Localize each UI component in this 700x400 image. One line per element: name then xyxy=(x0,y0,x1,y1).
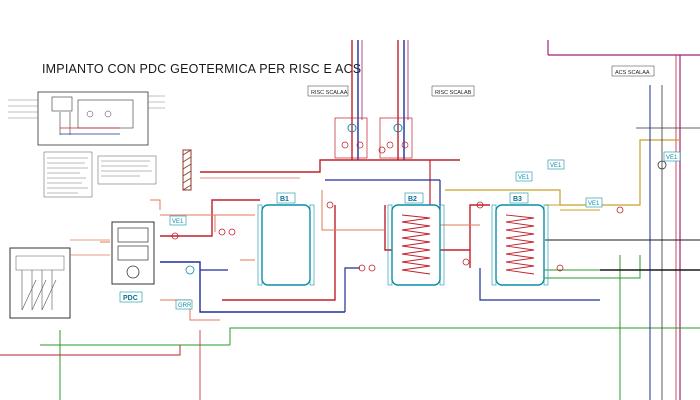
acs-lines xyxy=(445,139,680,211)
key-diagram-box xyxy=(8,91,165,146)
valve-tag-1: VE1 xyxy=(169,215,187,226)
svg-text:VE1: VE1 xyxy=(666,155,678,161)
svg-text:ACS SCALAA: ACS SCALAA xyxy=(615,70,650,76)
svg-text:VE1: VE1 xyxy=(550,163,562,169)
top-border-lines xyxy=(547,40,700,400)
notes-block-left xyxy=(43,151,93,198)
wall-hatch xyxy=(182,149,192,191)
svg-text:GRR: GRR xyxy=(178,303,192,309)
circuit-label-acs: ACS SCALAA xyxy=(611,65,655,77)
svg-text:RISC SCALAB: RISC SCALAB xyxy=(435,90,472,96)
pump-group-b xyxy=(379,117,413,159)
svg-text:PDC: PDC xyxy=(123,295,138,302)
return-headers xyxy=(160,179,600,313)
svg-text:B1: B1 xyxy=(280,196,289,203)
tank-b3: B3 xyxy=(491,192,549,286)
svg-text:VE1: VE1 xyxy=(172,219,184,225)
secondary-lines xyxy=(100,190,480,321)
valve-tag-2: VE1 xyxy=(515,171,533,182)
pump-group-a xyxy=(334,117,368,159)
svg-text:VE1: VE1 xyxy=(588,201,600,207)
notes-block-right xyxy=(97,155,157,185)
heat-pump-pdc: PDC xyxy=(111,221,155,303)
tank-b2: B2 xyxy=(387,192,445,286)
geothermal-probes xyxy=(9,239,110,319)
svg-text:VE1: VE1 xyxy=(518,175,530,181)
circuit-label-a: RISC SCALAA xyxy=(307,85,349,97)
instruments xyxy=(171,146,667,275)
svg-text:RISC SCALAA: RISC SCALAA xyxy=(311,90,348,96)
svg-text:B2: B2 xyxy=(408,196,417,203)
red-bottom-line xyxy=(0,330,201,400)
valve-tag-3: VE1 xyxy=(547,159,565,170)
svg-text:B3: B3 xyxy=(513,196,522,203)
tank-b1: B1 xyxy=(257,192,315,286)
valve-tag-4: VE1 xyxy=(585,197,603,208)
risers-scala-a xyxy=(351,40,363,160)
ground-tag: GRR xyxy=(175,299,193,310)
risers-scala-b xyxy=(397,40,409,160)
valve-tag-5: VE1 xyxy=(663,151,681,162)
circuit-label-b: RISC SCALAB xyxy=(431,85,475,97)
right-mains xyxy=(545,85,700,400)
diagram-title: IMPIANTO CON PDC GEOTERMICA PER RISC E A… xyxy=(42,62,362,76)
